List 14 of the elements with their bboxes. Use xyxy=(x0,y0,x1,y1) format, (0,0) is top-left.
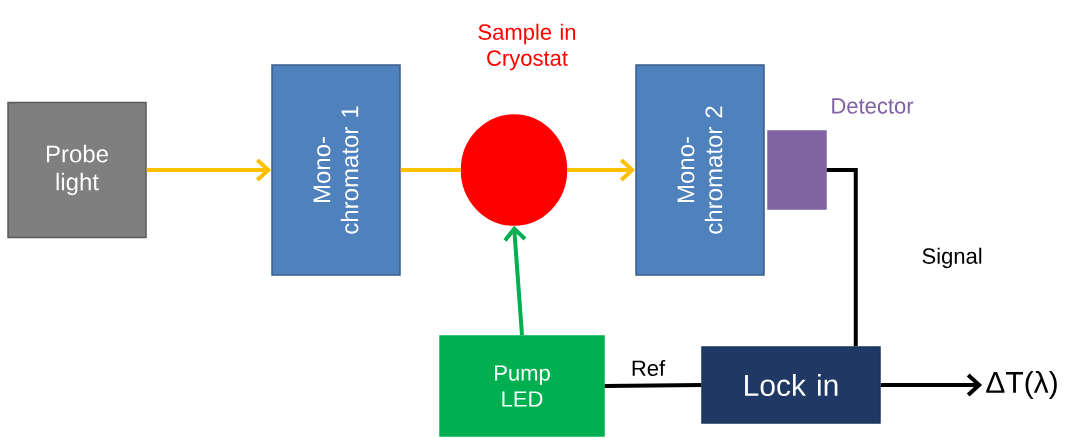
node-label: Sample in Cryostat xyxy=(478,23,576,71)
monochromator-box: Mono- chromator 2 xyxy=(635,64,765,276)
arrow xyxy=(880,373,983,397)
edge-label: Signal xyxy=(922,247,982,269)
light-source-box: Probe light xyxy=(7,101,147,239)
led-box: Pump LED xyxy=(439,335,605,437)
lock-in-box: Lock in xyxy=(701,346,881,424)
arrow xyxy=(503,225,527,336)
node-label: Detector xyxy=(832,98,914,114)
output-label: ΔT(λ) xyxy=(986,371,1057,399)
edge-label: Ref xyxy=(632,359,666,377)
monochromator-box: Mono- chromator 1 xyxy=(271,64,401,276)
arrow xyxy=(146,158,272,182)
arrow xyxy=(567,158,636,182)
